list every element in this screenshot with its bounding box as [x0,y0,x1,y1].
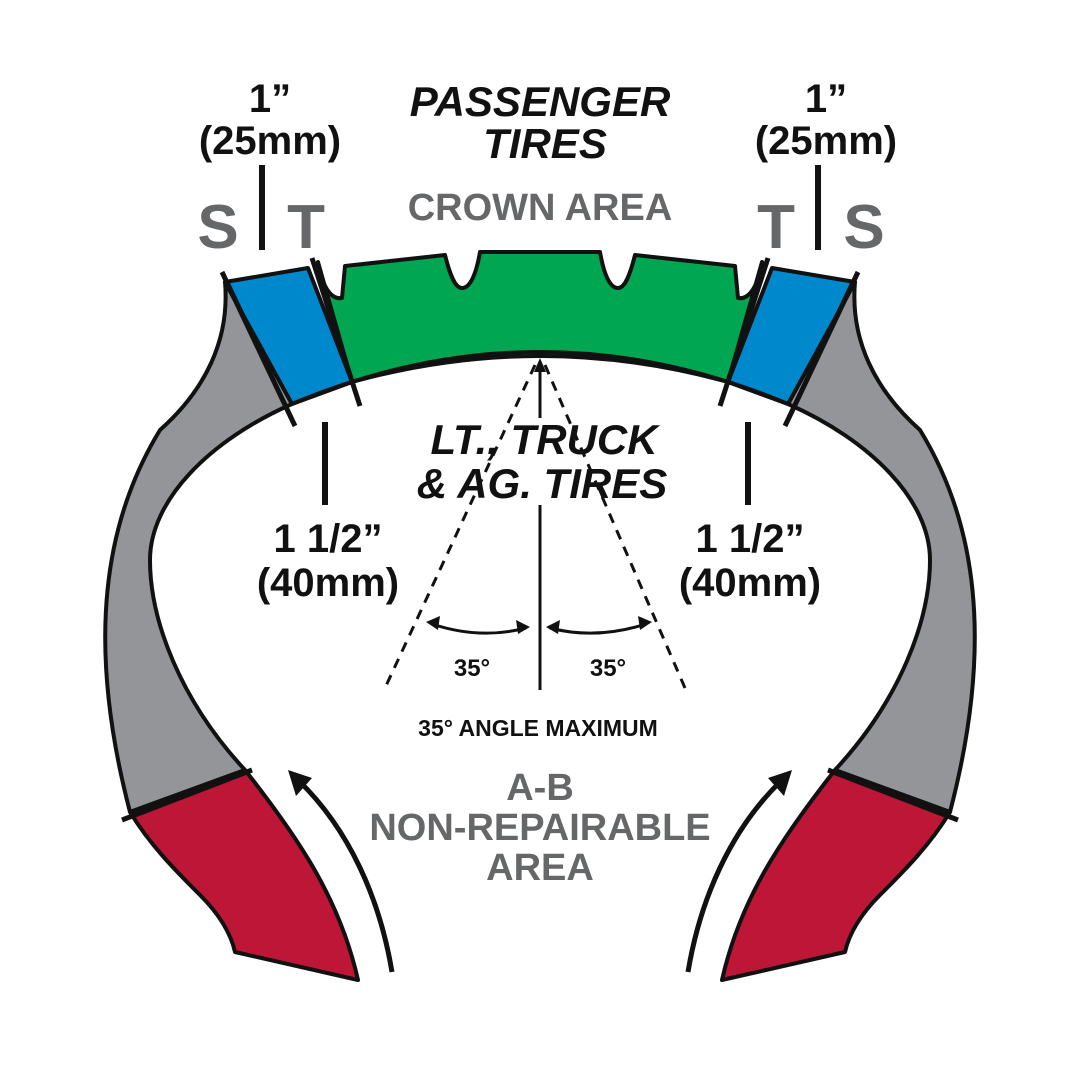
left-t-letter: T [287,193,325,262]
right-angle-arc [549,622,647,635]
passenger-title-line2: TIRES [483,120,607,167]
lt-truck-line2: & AG. TIRES [417,460,667,507]
right-angle-label: 35° [590,655,626,682]
right-angle-arrow-left [546,620,560,634]
left-s-letter: S [197,193,238,262]
left-bottom-dimension: 1 1/2” [274,517,383,561]
left-top-dimension: 1” [249,77,291,121]
left-bottom-mm: (40mm) [257,561,399,605]
right-dashed-angle-line [543,364,687,689]
right-angle-arrow-right [638,616,652,630]
non-repairable-line2: NON-REPAIRABLE [369,807,710,849]
left-curved-arrow-head [288,770,312,796]
right-curved-arrow [685,778,784,973]
right-bottom-mm: (40mm) [679,561,821,605]
right-bead-divider [827,767,959,823]
inner-liner [291,350,789,406]
crown-area-label: CROWN AREA [408,187,673,229]
left-angle-label: 35° [454,655,490,682]
left-dashed-angle-line [383,364,537,689]
right-t-crown-divider [717,257,771,407]
non-repairable-line1: A-B [506,767,574,809]
right-s-letter: S [843,193,884,262]
left-bead-divider [121,767,253,823]
passenger-title-line1: PASSENGER [410,78,671,125]
right-top-dimension: 1” [805,77,847,121]
lt-truck-line1: LT., TRUCK [430,416,660,463]
left-angle-arrow-right [516,620,530,634]
left-bead-area [128,768,360,982]
right-s-t-divider [782,270,861,428]
right-bead-area [720,768,952,982]
left-curved-arrow [296,778,395,973]
crown-area [316,250,764,384]
center-arrow-head [534,358,546,372]
left-s-t-divider [219,270,298,428]
right-bottom-dimension: 1 1/2” [696,517,805,561]
right-t-letter: T [757,193,795,262]
left-top-mm: (25mm) [199,119,341,163]
right-top-mm: (25mm) [755,119,897,163]
right-curved-arrow-head [768,770,792,796]
angle-caption: 35° ANGLE MAXIMUM [418,715,658,741]
left-angle-arrow-left [426,616,440,630]
left-t-crown-divider [309,257,363,407]
left-angle-arc [431,622,527,635]
non-repairable-line3: AREA [486,847,594,889]
